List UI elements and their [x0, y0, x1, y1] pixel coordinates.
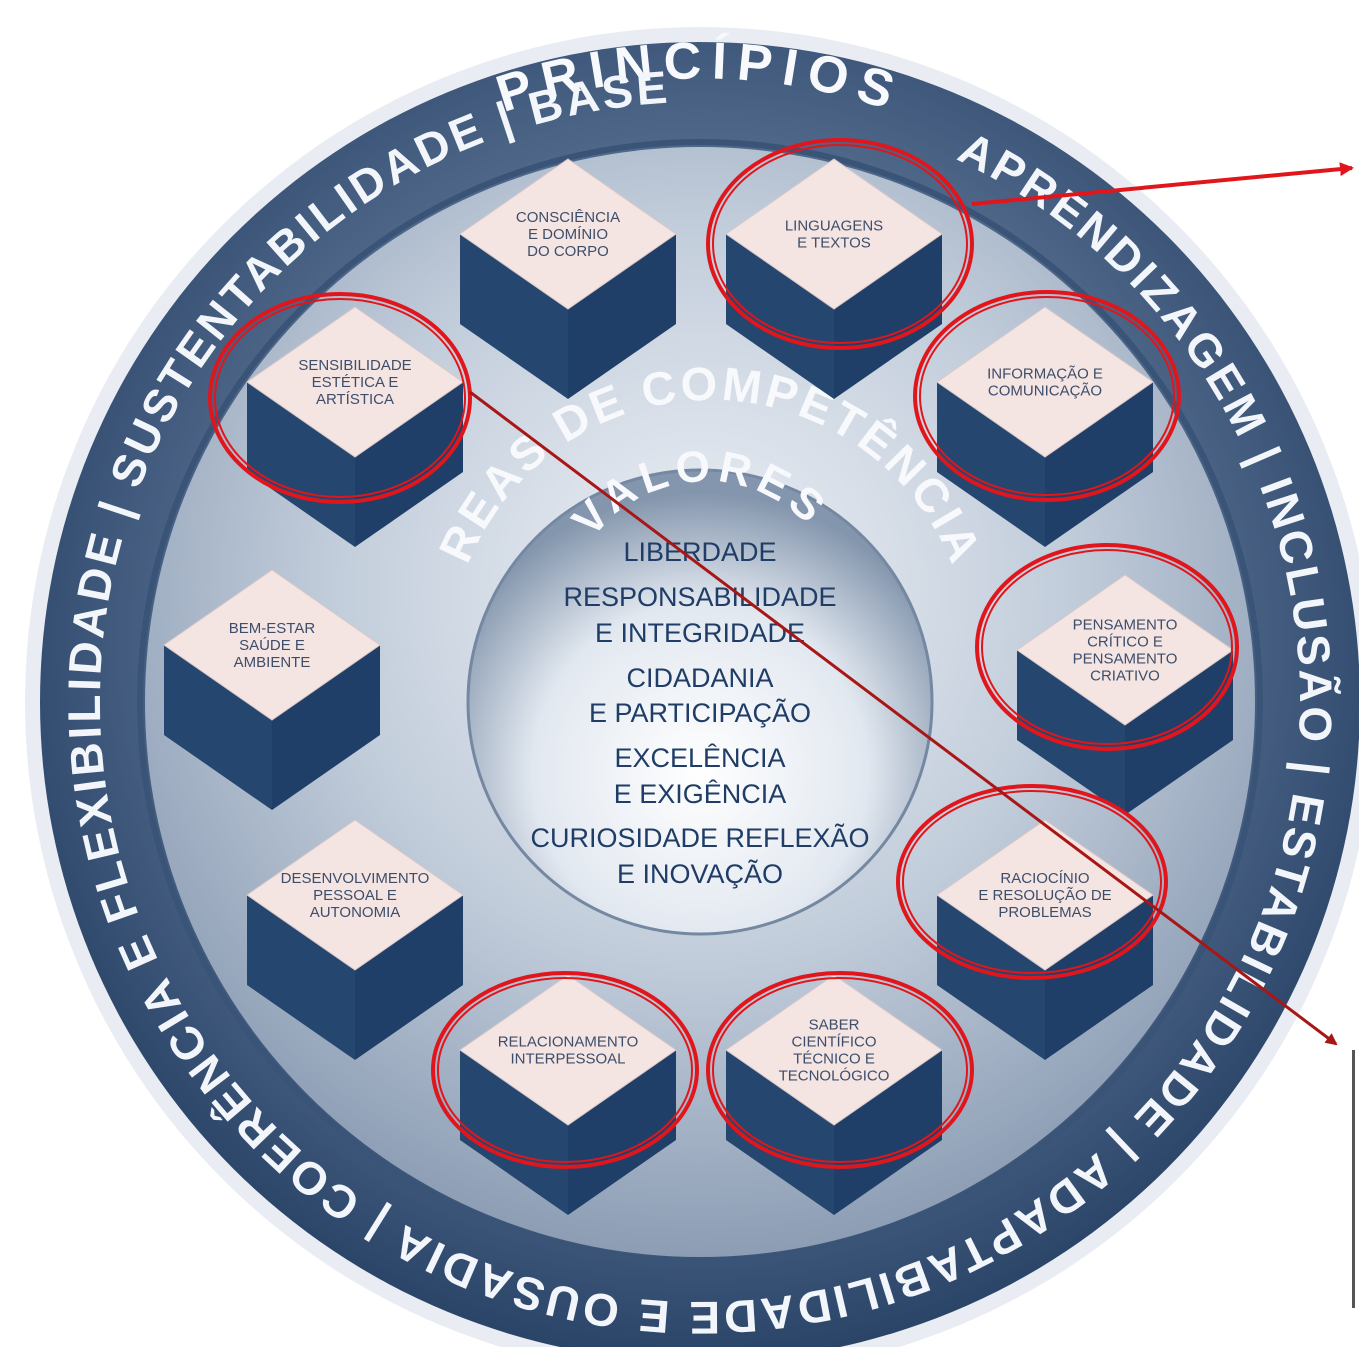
cube-right-face	[568, 234, 676, 399]
cube-right-face	[355, 895, 463, 1060]
highlight-ellipse-inner	[437, 977, 693, 1163]
value-line: E INTEGRIDADE	[595, 618, 805, 648]
cube-left-face	[726, 234, 834, 399]
cube-top-face	[936, 306, 1154, 458]
competence-label: ARTÍSTICA	[316, 391, 394, 408]
cube-right-face	[834, 234, 942, 399]
highlight-ellipse	[706, 971, 974, 1169]
competence-label: ESTÉTICA E	[312, 374, 399, 391]
cube-top-face	[246, 819, 464, 971]
competence-label: LINGUAGENS	[785, 218, 883, 235]
cube-left-face	[247, 895, 355, 1060]
competence-label: TECNOLÓGICO	[779, 1068, 890, 1085]
competence-label: SAÚDE E	[239, 637, 305, 654]
competence-label: E DOMÍNIO	[528, 226, 608, 243]
cube-right-face	[1045, 895, 1153, 1060]
value-line: CURIOSIDADE REFLEXÃO	[530, 822, 869, 853]
competence-label: CONSCIÊNCIA	[516, 209, 620, 226]
value-line: E INOVAÇÃO	[617, 858, 783, 889]
value-line: RESPONSABILIDADE	[563, 582, 836, 612]
cube-left-face	[726, 1050, 834, 1215]
cube-top-face	[459, 974, 677, 1126]
cube-top-face	[936, 819, 1154, 971]
cube-right-face	[1045, 382, 1153, 547]
cube-left-face	[247, 382, 355, 547]
competence-label: AUTONOMIA	[310, 904, 401, 921]
competence-label: COMUNICAÇÃO	[988, 383, 1102, 400]
highlight-ellipse	[208, 292, 472, 504]
competence-label: CIENTÍFICO	[792, 1034, 877, 1051]
arrow-to-right-top	[971, 162, 1354, 206]
cube-right-face	[568, 1050, 676, 1215]
cube-top-face	[246, 306, 464, 458]
competence-label: DESENVOLVIMENTO	[281, 870, 430, 887]
competence-label: TÉCNICO E	[793, 1051, 875, 1068]
highlight-ellipse-inner	[981, 549, 1233, 745]
competence-label: BEM-ESTAR	[229, 620, 316, 637]
cube-top-face	[459, 158, 677, 310]
arrow-to-right-bottom	[469, 390, 1338, 1046]
highlight-ellipse-inner	[919, 296, 1175, 496]
cube-right-face	[355, 382, 463, 547]
highlight-ellipse	[431, 971, 699, 1169]
competence-label: PENSAMENTO	[1073, 617, 1178, 634]
highlight-ellipse-inner	[902, 790, 1162, 974]
highlight-ellipse-inner	[712, 144, 968, 344]
competence-label: PROBLEMAS	[998, 904, 1091, 921]
side-panel-edge	[1352, 1050, 1359, 1308]
cube-top-face	[163, 569, 381, 721]
cube-top-face	[1016, 574, 1234, 726]
competence-label: SABER	[809, 1017, 860, 1034]
value-line: EXCELÊNCIA	[614, 742, 785, 773]
competence-label: PESSOAL E	[313, 887, 397, 904]
value-line: LIBERDADE	[623, 537, 776, 567]
cube-left-face	[1017, 650, 1125, 815]
competence-label: INTERPESSOAL	[510, 1051, 625, 1068]
highlight-ellipse-inner	[214, 298, 466, 498]
cube-left-face	[937, 895, 1045, 1060]
value-line: E PARTICIPAÇÃO	[589, 697, 811, 728]
cube-left-face	[164, 645, 272, 810]
highlight-ellipse	[896, 784, 1168, 980]
competence-label: AMBIENTE	[234, 654, 311, 671]
competence-label: CRÍTICO E	[1087, 634, 1163, 651]
outer-ring-border	[137, 139, 1263, 1265]
cube-right-face	[834, 1050, 942, 1215]
competence-label: SENSIBILIDADE	[298, 357, 411, 374]
highlight-ellipse-inner	[712, 977, 968, 1163]
competence-label: RACIOCÍNIO	[1000, 870, 1089, 887]
cube-right-face	[272, 645, 380, 810]
value-line: E EXIGÊNCIA	[614, 778, 787, 809]
competence-label: E RESOLUÇÃO DE	[978, 887, 1111, 904]
highlight-ellipse	[706, 138, 974, 350]
highlight-ellipse	[975, 543, 1239, 751]
competence-label: PENSAMENTO	[1073, 651, 1178, 668]
cube-left-face	[937, 382, 1045, 547]
cube-top-face	[725, 158, 943, 310]
cube-left-face	[460, 1050, 568, 1215]
competence-label: E TEXTOS	[797, 235, 871, 252]
competence-label: INFORMAÇÃO E	[987, 366, 1103, 383]
value-line: CIDADANIA	[626, 663, 773, 693]
highlight-ellipse	[913, 290, 1181, 502]
cube-top-face	[725, 974, 943, 1126]
cube-left-face	[460, 234, 568, 399]
competence-label: DO CORPO	[527, 243, 609, 260]
competence-label: RELACIONAMENTO	[498, 1034, 639, 1051]
center-disk	[466, 468, 934, 936]
competence-label: CRIATIVO	[1090, 668, 1160, 685]
